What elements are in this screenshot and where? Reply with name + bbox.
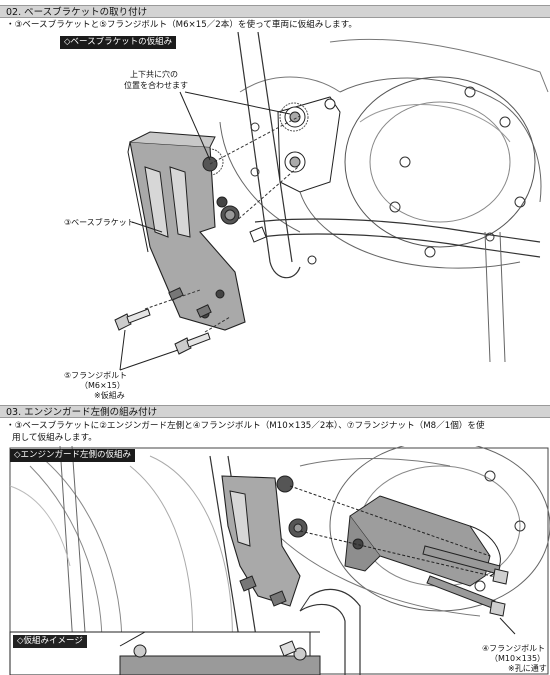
callout-flange-bolt-line1: ⑤フランジボルト [64,371,128,380]
section-title: 02. ベースブラケットの取り付け [6,7,148,18]
figure-tag-engine-guard: ◇エンジンガード左側の仮組み [10,449,136,462]
callout-flange-bolt-line2: （M6×15） [80,381,125,390]
callout-m10-bolt-line1: ④フランジボルト [482,644,546,653]
base-bracket-illustration [114,32,549,371]
instruction-text: ・③ベースブラケットと⑤フランジボルト（M6×15／2本）を使って車両に仮組みし… [6,20,357,30]
instruction-text-line2: 用して仮組みします。 [12,433,97,443]
callout-align-holes-line2: 位置を合わせます [124,81,188,90]
section-title: 03. エンジンガード左側の組み付け [6,407,158,418]
engine-guard-illustration [9,446,550,675]
section-header-02: 02. ベースブラケットの取り付け [0,5,550,18]
instruction-text-line1: ・③ベースブラケットに②エンジンガード左側と④フランジボルト（M10×135／2… [6,421,485,431]
section-header-03: 03. エンジンガード左側の組み付け [0,405,550,418]
callout-base-bracket: ③ベースブラケット [64,218,135,227]
callout-m10-bolt-line2: （M10×135） [490,654,546,663]
inset-tag-assembly-image: ◇仮組みイメージ [12,634,88,649]
callout-align-holes-line1: 上下共に穴の [130,70,178,79]
callout-flange-bolt-line3: ※仮組み [94,391,125,400]
figure-tag-base-bracket: ◇ベースブラケットの仮組み [60,36,177,49]
callout-m10-bolt-line3: ※孔に通す [508,664,547,673]
